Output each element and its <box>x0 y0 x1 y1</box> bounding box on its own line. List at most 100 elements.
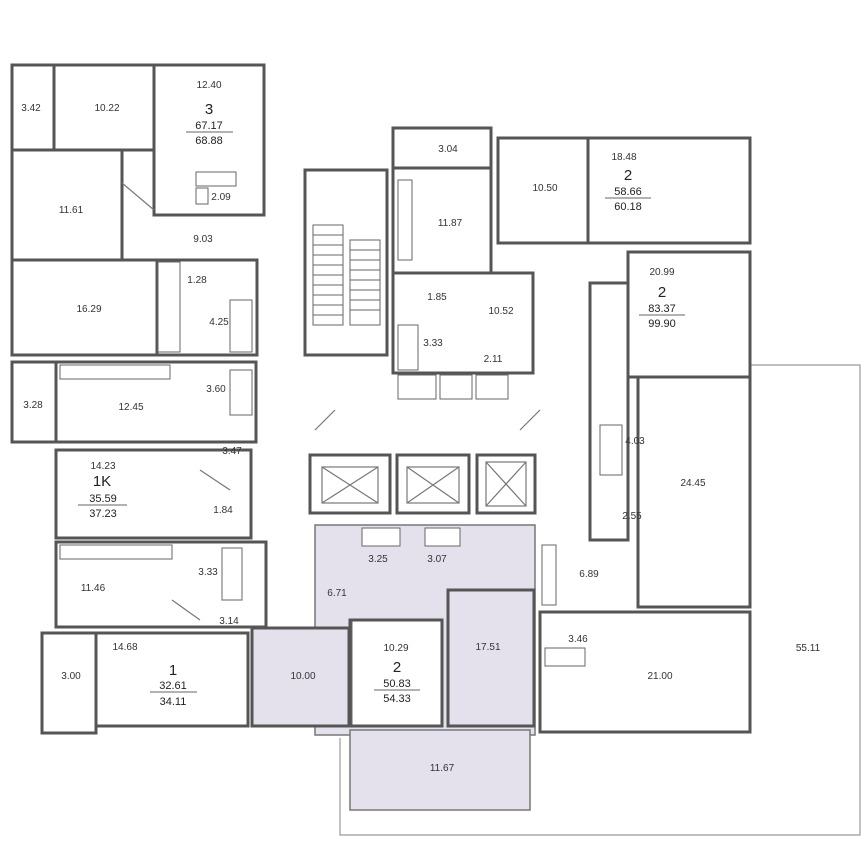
wall-room-3-00 <box>40 631 98 735</box>
fixture-storage-3 <box>475 374 509 400</box>
apartment-rooms: 2 <box>658 284 666 301</box>
apartment-summaries: 3 67.17 68.88 1K 35.59 37.23 1 32.61 34.… <box>78 101 685 708</box>
wall-room-11-46 <box>54 540 268 629</box>
room-area-label: 3.46 <box>568 634 588 645</box>
apartment-total-area: 34.11 <box>160 696 187 708</box>
room-area-label: 3.14 <box>219 616 239 627</box>
fixture-counter <box>195 171 237 187</box>
apartment-living-area: 50.83 <box>383 678 411 690</box>
room-area-label: 14.68 <box>112 642 137 653</box>
room-area-label: 11.87 <box>438 218 463 229</box>
apartment-total-area: 99.90 <box>648 318 676 330</box>
stairs <box>312 224 381 326</box>
room-area-label: 6.71 <box>327 588 347 599</box>
room-area-label: 3.04 <box>438 144 458 155</box>
room-area-label: 16.29 <box>76 304 101 315</box>
room-area-label: 3.33 <box>423 338 443 349</box>
wall-shaft <box>475 453 537 515</box>
room-area-label: 10.50 <box>532 183 557 194</box>
fixtures <box>59 171 623 667</box>
fixture-bathtub-2 <box>229 369 253 416</box>
fixture-kitchen <box>157 261 181 353</box>
apartment-rooms: 3 <box>205 101 213 118</box>
room-area-label: 11.46 <box>81 583 106 594</box>
room-area-label: 3.07 <box>427 554 447 565</box>
fixture-counter-3 <box>59 544 173 560</box>
hl-room-10-00 <box>251 627 350 727</box>
stair-treads <box>313 234 380 316</box>
room-area-label: 21.00 <box>647 671 672 682</box>
walls <box>10 63 752 735</box>
room-area-label: 14.23 <box>90 461 115 472</box>
apartment-rooms: 1 <box>169 662 177 679</box>
wall-apartment-2-top <box>586 136 752 245</box>
wall-room-24-45 <box>636 375 752 609</box>
room-area-label: 10.00 <box>290 671 315 682</box>
door-swing-1 <box>121 182 155 211</box>
fixture-storage-1 <box>397 374 437 400</box>
wall-elevator-2 <box>395 453 471 515</box>
fixture-bathtub <box>229 299 253 353</box>
apartment-living-area: 35.59 <box>89 493 117 505</box>
room-area-label: 10.29 <box>383 643 408 654</box>
room-area-label: 1.84 <box>213 505 233 516</box>
wall-apartment-1 <box>94 631 250 728</box>
room-area-label: 20.99 <box>649 267 674 278</box>
room-area-label: 4.03 <box>625 436 645 447</box>
room-area-label: 2.11 <box>484 354 503 365</box>
apartment-total-area: 60.18 <box>614 201 642 213</box>
hl-terrace-11-67 <box>349 729 531 811</box>
room-area-label: 18.48 <box>611 152 636 163</box>
elevators <box>321 461 527 507</box>
room-area-label: 10.52 <box>488 306 513 317</box>
wall-apartment-1k <box>54 448 253 540</box>
fixture-bathtub-3 <box>221 547 243 601</box>
door-swing-2 <box>199 469 231 491</box>
apartment-living-area: 32.61 <box>159 680 187 692</box>
highlighted-apartment <box>251 524 536 811</box>
elevator-2-cross <box>406 466 460 504</box>
wall-bath-column <box>588 281 630 542</box>
room-area-label: 10.22 <box>94 103 119 114</box>
apartment-living-area: 58.66 <box>614 186 642 198</box>
room-area-label: 3.42 <box>21 103 41 114</box>
wall-room-12-45 <box>54 360 258 444</box>
wall-stair <box>303 168 389 357</box>
hl-bedroom <box>351 620 443 726</box>
room-area-label: 3.33 <box>198 567 218 578</box>
door-swing-4 <box>314 409 336 431</box>
fixture-counter-2 <box>59 364 171 380</box>
fixture-bathtub-6 <box>361 527 401 547</box>
room-area-label: 6.89 <box>579 569 599 580</box>
apartment-rooms: 2 <box>393 659 401 676</box>
wall-room-21-00 <box>538 610 752 734</box>
room-area-label: 12.45 <box>118 402 143 413</box>
room-area-label: 2.09 <box>211 192 231 203</box>
wall-bath-4-25 <box>155 258 259 357</box>
stair-flight-2 <box>349 239 381 326</box>
room-area-label: 2.55 <box>622 511 642 522</box>
door-swing-3 <box>171 599 201 621</box>
wall-elevator-1 <box>308 453 392 515</box>
shaft-cross <box>485 461 527 507</box>
apartment-rooms: 1K <box>93 473 111 490</box>
room-area-label: 9.03 <box>193 234 213 245</box>
room-labels: 3.42 10.22 12.40 11.61 2.09 9.03 1.28 16… <box>21 80 820 774</box>
room-area-label: 12.40 <box>196 80 221 91</box>
room-area-label: 17.51 <box>475 642 500 653</box>
terrace-outline <box>339 364 861 836</box>
room-area-label: 3.25 <box>368 554 388 565</box>
room-area-label: 11.61 <box>59 205 84 216</box>
fixture-storage-2 <box>439 374 473 400</box>
elevator-2-cabin <box>406 466 460 504</box>
fixture-counter-4 <box>397 179 413 261</box>
room-area-label: 3.28 <box>23 400 43 411</box>
wall-room-10-52 <box>391 271 535 375</box>
room-area-label: 3.47 <box>222 446 242 457</box>
elevator-1-cross <box>321 466 379 504</box>
room-area-label: 3.60 <box>206 384 226 395</box>
wall-apartment-2-right <box>626 250 752 379</box>
room-area-label: 11.67 <box>430 763 455 774</box>
apartment-rooms: 2 <box>624 167 632 184</box>
